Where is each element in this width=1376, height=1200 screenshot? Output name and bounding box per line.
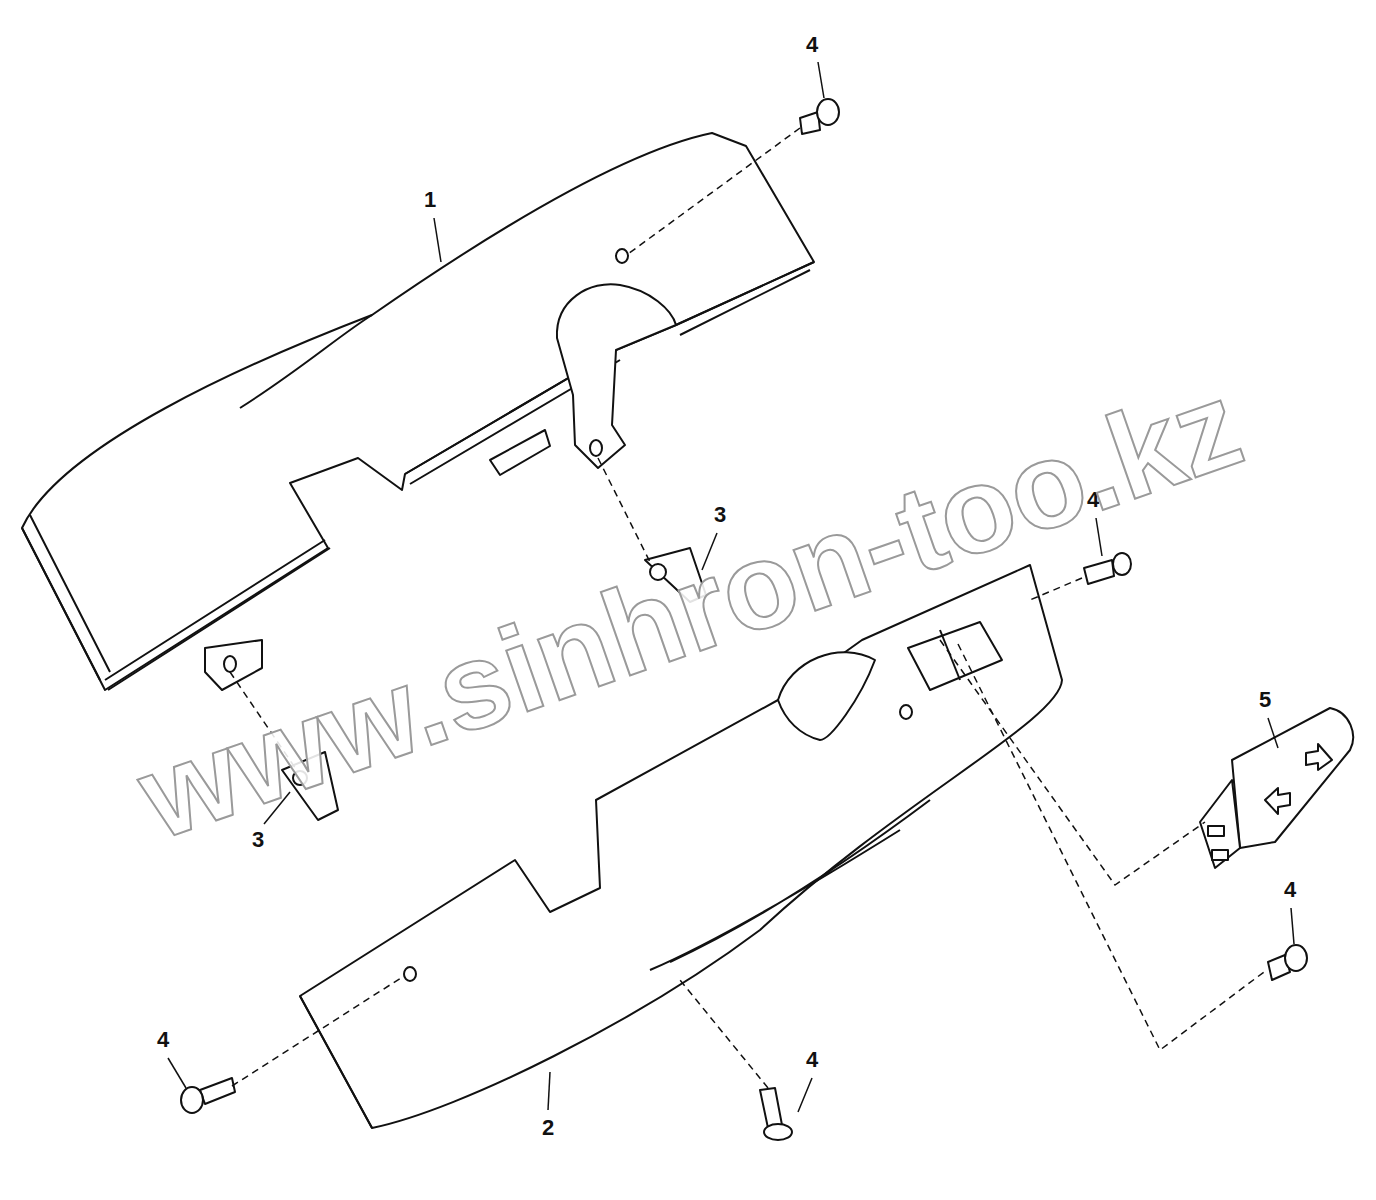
callout-number: 3 <box>711 503 729 527</box>
screw <box>181 1078 235 1113</box>
callout-number: 2 <box>539 1116 557 1140</box>
callout-number: 4 <box>1281 878 1299 902</box>
screw <box>800 99 839 134</box>
callout-number: 4 <box>803 1048 821 1072</box>
switch <box>1200 708 1353 868</box>
screw <box>1268 945 1307 980</box>
callout-number: 5 <box>1256 688 1274 712</box>
callout-number: 1 <box>421 188 439 212</box>
callout-number: 3 <box>249 828 267 852</box>
upper-cover-tab <box>557 284 676 468</box>
callout-number: 4 <box>803 33 821 57</box>
screw <box>760 1088 792 1140</box>
callout-number: 4 <box>154 1028 172 1052</box>
screw <box>1084 553 1131 584</box>
